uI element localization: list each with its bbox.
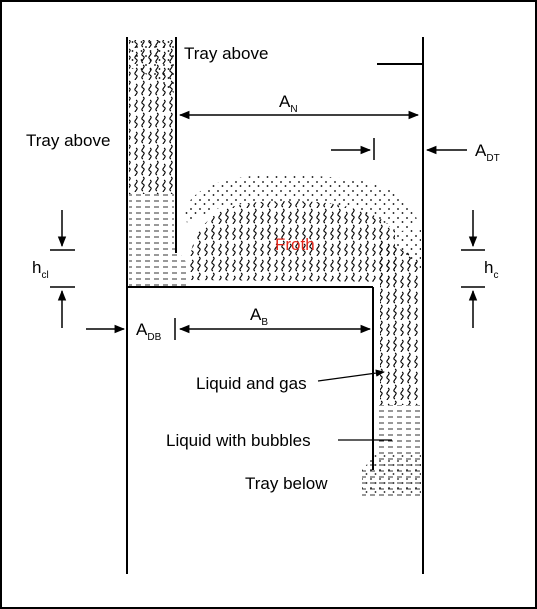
froth-label: Froth	[275, 235, 315, 254]
tray-above-left-label: Tray above	[26, 131, 110, 150]
liquid-and-gas-label: Liquid and gas	[196, 374, 307, 393]
tray-below-label: Tray below	[245, 474, 328, 493]
lower-downcomer-fill	[362, 405, 421, 496]
tray-froth	[185, 174, 421, 405]
a-dt-label: ADT	[475, 141, 500, 164]
liquid-with-bubbles-label: Liquid with bubbles	[166, 431, 311, 450]
tray-above-top-label: Tray above	[184, 44, 268, 63]
a-db-label: ADB	[136, 320, 162, 343]
upper-downcomer-fill	[129, 40, 186, 287]
a-b-label: AB	[250, 305, 268, 328]
h-cl-label: hcl	[32, 258, 49, 281]
h-c-label: hc	[484, 258, 498, 281]
liquid-and-gas-leader	[317, 369, 385, 382]
a-n-label: AN	[279, 92, 298, 115]
